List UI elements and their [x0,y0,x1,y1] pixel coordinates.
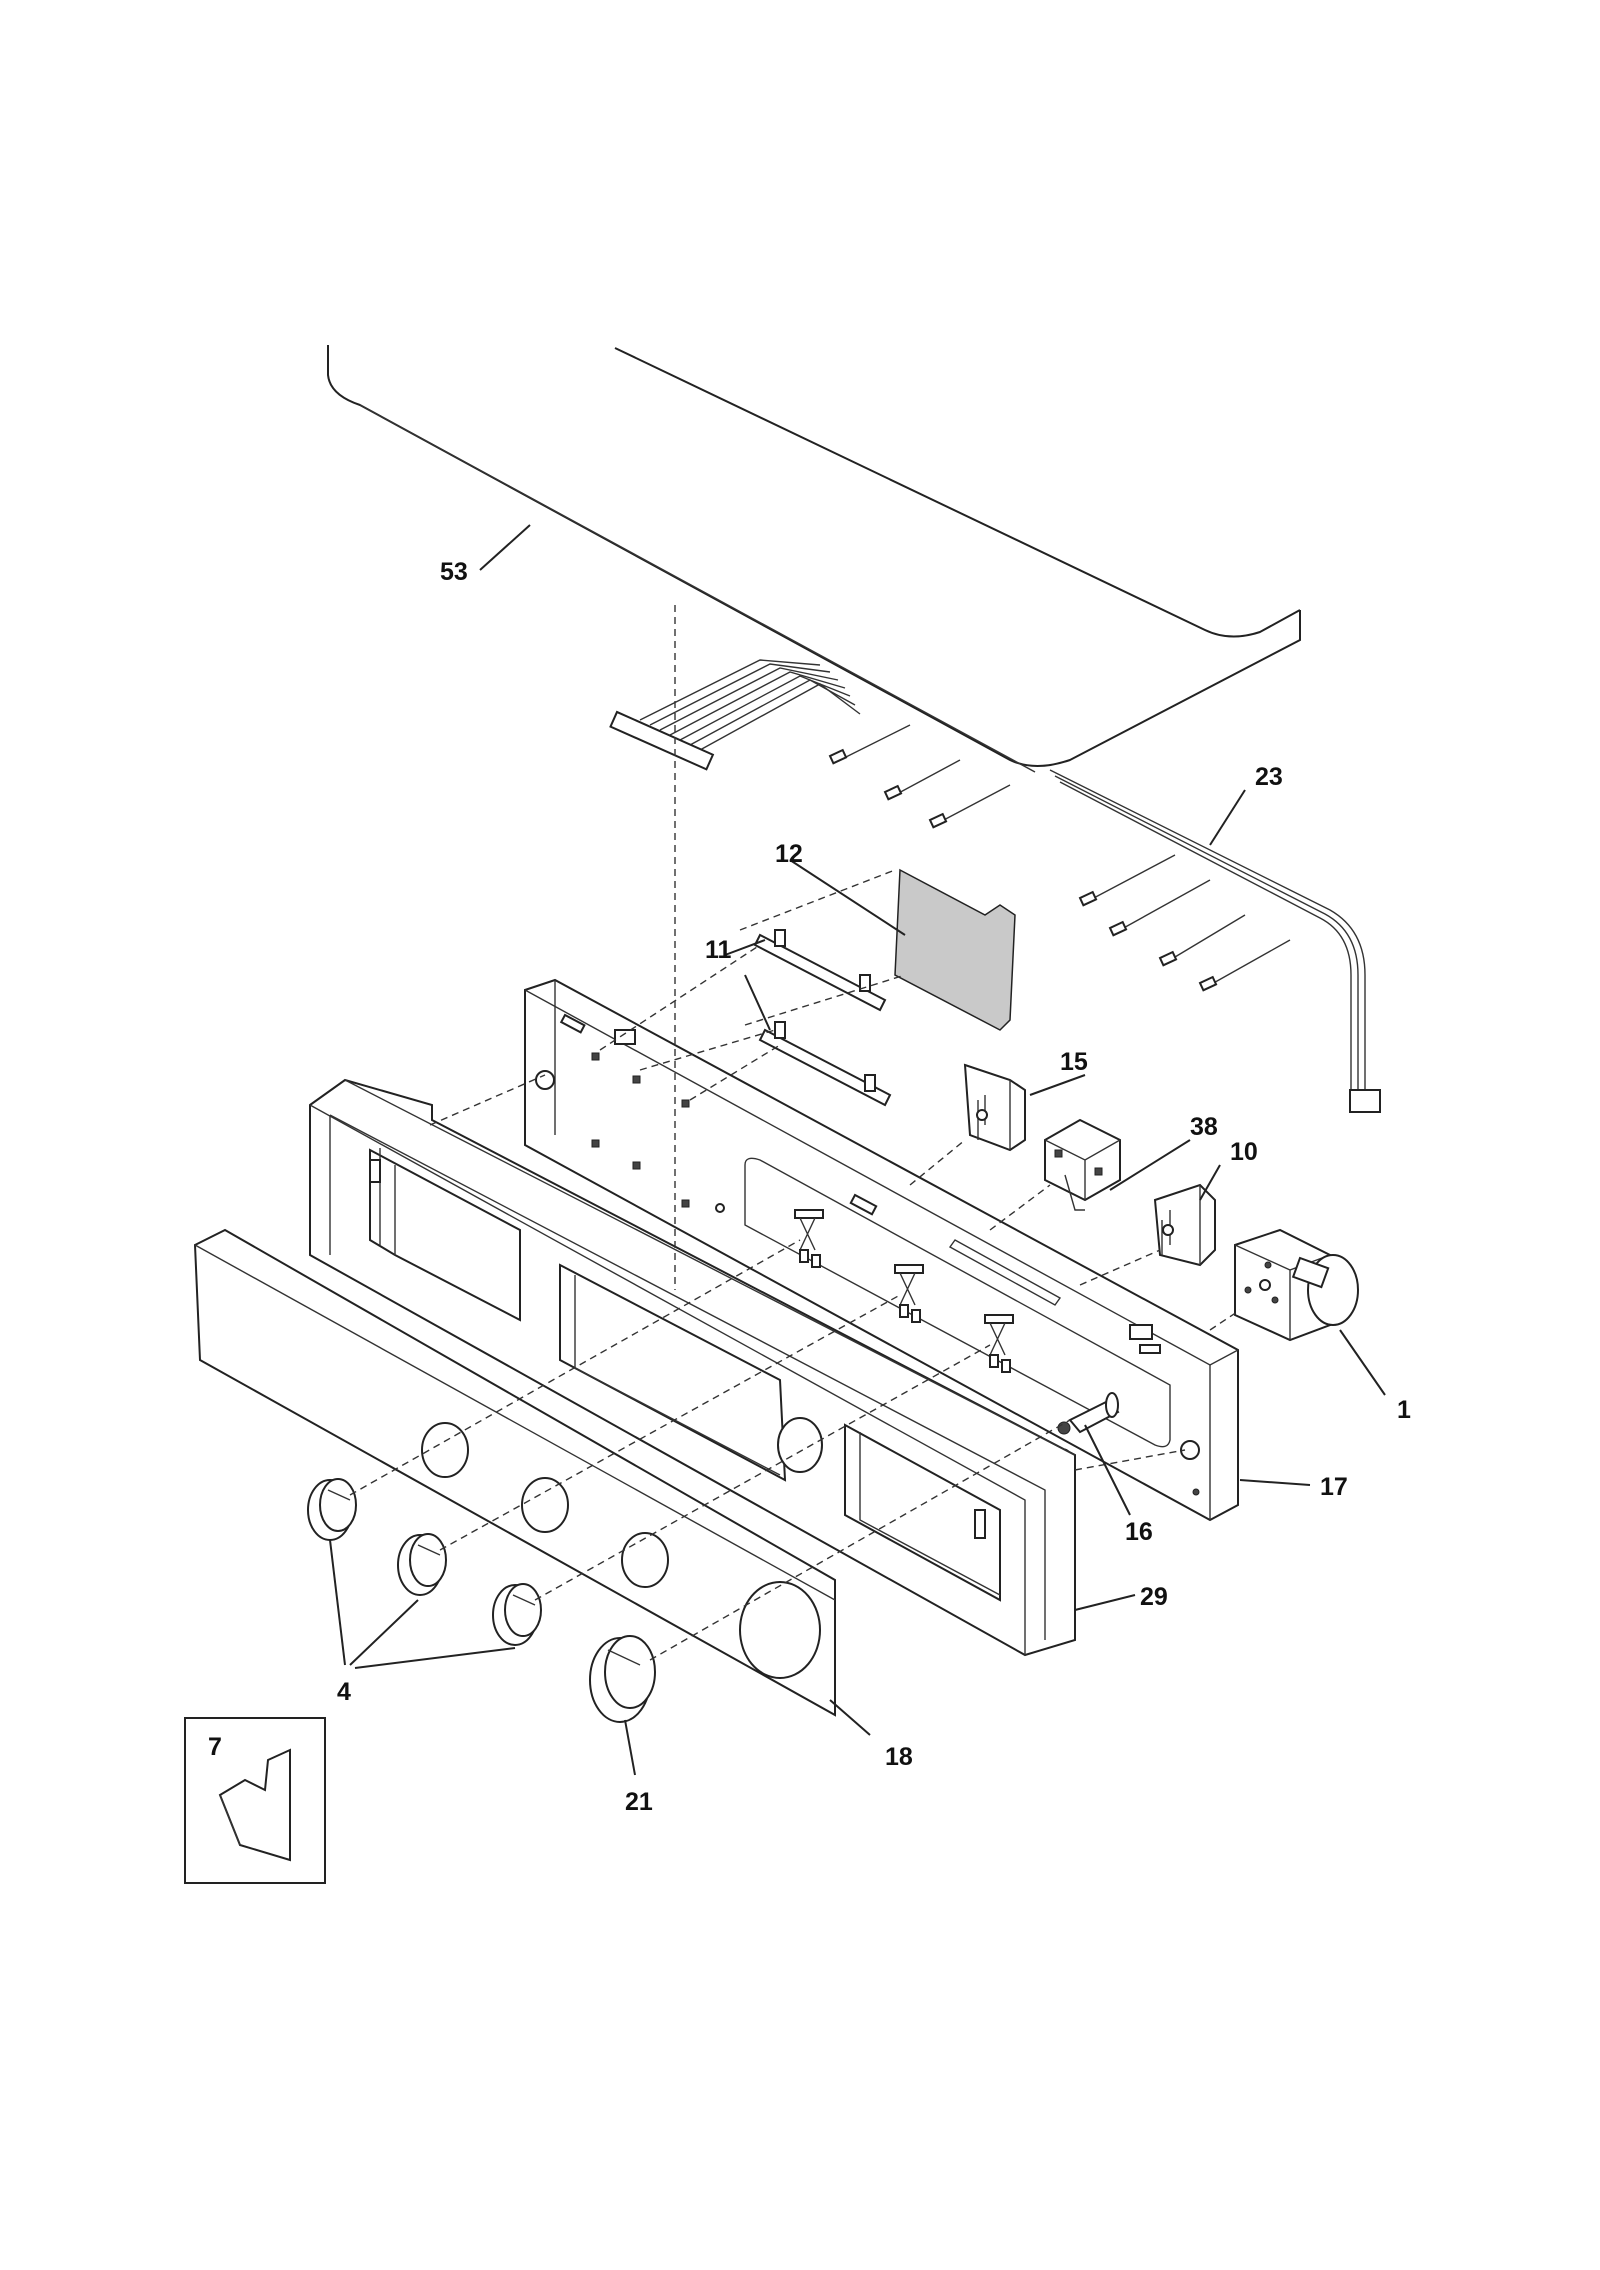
panel-switch-cutouts [794,1209,1014,1373]
control-panel-back-part-17 [524,978,1239,1522]
wiring-harness-part-23 [1049,769,1381,1113]
callout-4: 4 [337,1678,351,1706]
callout-17: 17 [1320,1473,1348,1501]
callout-23: 23 [1255,763,1283,791]
slide-bracket-part-11 [753,929,892,1107]
callout-1: 1 [1397,1396,1411,1424]
callout-7: 7 [208,1733,222,1761]
callout-21: 21 [625,1788,653,1816]
circuit-board-part-12 [894,868,1016,1031]
wire-harness-connector [609,659,1011,829]
leader-lines [329,524,1386,1776]
callout-labels: 53 23 12 11 15 38 10 1 17 16 29 4 18 21 … [208,558,1411,1816]
callout-15: 15 [1060,1048,1088,1076]
assembly-guide-lines [349,605,1241,1661]
callout-10: 10 [1230,1138,1258,1166]
control-panel-front-part-29 [309,1078,1076,1657]
knobs-part-4 [307,1478,542,1646]
switch-part-10 [1153,1183,1216,1267]
callout-12: 12 [775,840,803,868]
callout-38: 38 [1190,1113,1218,1141]
switch-part-15 [963,1063,1026,1152]
callout-18: 18 [885,1743,913,1771]
callout-29: 29 [1140,1583,1168,1611]
overlay-panel-part-18 [193,1228,836,1717]
callout-16: 16 [1125,1518,1153,1546]
callout-53: 53 [440,558,468,586]
timer-part-1 [1234,1228,1359,1342]
switch-bracket-part-38 [1044,1118,1121,1211]
callout-11: 11 [705,936,732,964]
large-knob-part-21 [589,1635,656,1723]
top-cover-part-53 [327,345,1301,773]
clip-inset-part-7 [184,1717,326,1884]
